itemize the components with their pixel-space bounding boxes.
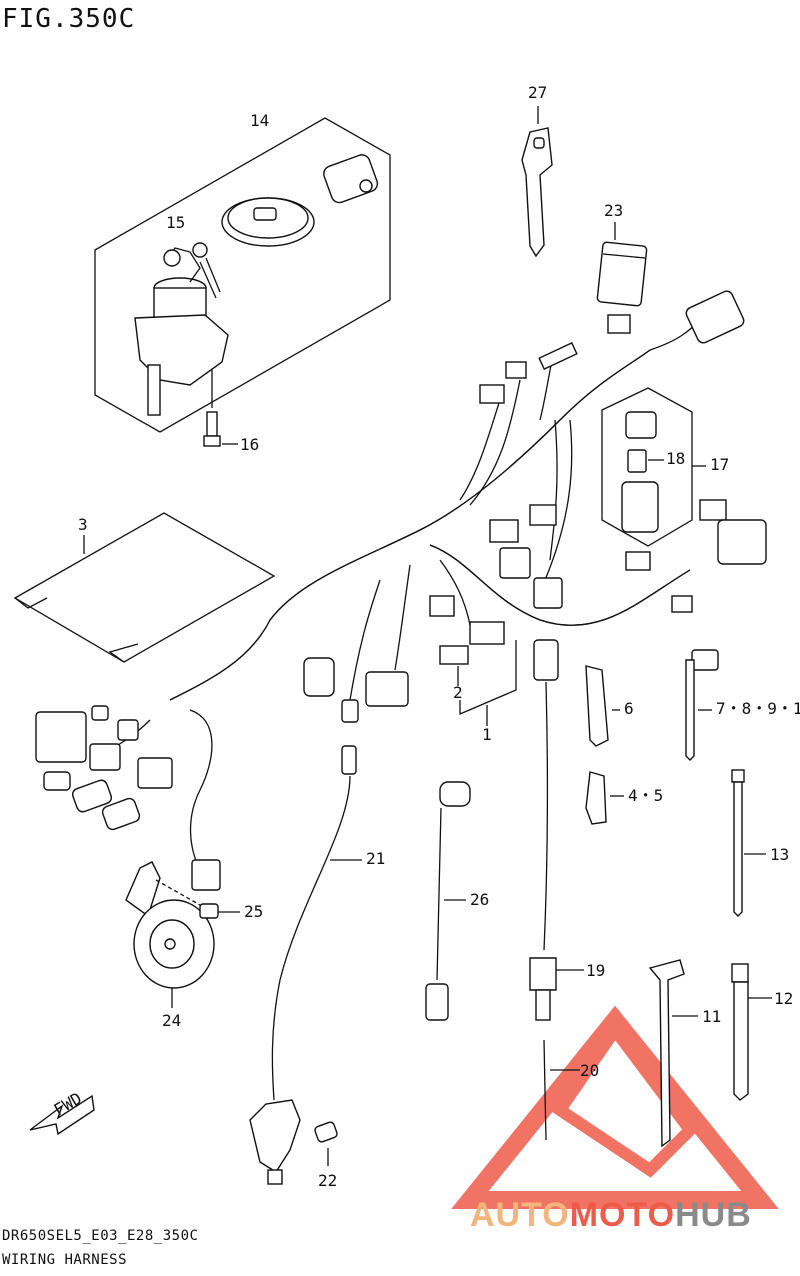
label-part-20: 20 <box>580 1061 599 1080</box>
label-part-19: 19 <box>586 961 605 980</box>
part-16-bolt[interactable] <box>203 370 238 447</box>
label-part-26: 26 <box>470 890 489 909</box>
part-4-5-clamp[interactable] <box>585 771 624 825</box>
part-1-main-harness[interactable] <box>35 289 767 891</box>
watermark-logo <box>451 1005 779 1209</box>
label-part-4-5: 4・5 <box>628 786 663 805</box>
label-part-14: 14 <box>250 111 269 130</box>
label-part-21: 21 <box>366 849 385 868</box>
part-13-cable-tie[interactable] <box>731 769 766 917</box>
part-17-fuse-kit[interactable] <box>601 387 706 547</box>
watermark-word-auto: AUTO <box>470 1196 570 1234</box>
part-20-spring[interactable] <box>543 1039 580 1141</box>
part-26-sensor[interactable] <box>425 781 471 1021</box>
watermark-word-moto: MOTO <box>569 1196 676 1234</box>
label-part-17: 17 <box>710 455 729 474</box>
part-24-horn[interactable] <box>125 861 215 1008</box>
figure-title: FIG.350C <box>2 4 136 34</box>
label-part-13: 13 <box>770 845 789 864</box>
label-part-23: 23 <box>604 201 623 220</box>
fwd-arrow-icon: FWD <box>29 1089 95 1136</box>
label-part-24: 24 <box>162 1011 181 1030</box>
part-3-label-sheet[interactable] <box>13 512 276 663</box>
part-27-key[interactable] <box>521 106 553 258</box>
label-part-18: 18 <box>666 449 685 468</box>
label-part-7-10: 7・8・9・10 <box>716 699 800 718</box>
label-part-2: 2 <box>453 683 463 702</box>
label-part-1: 1 <box>482 725 492 744</box>
label-part-6: 6 <box>624 699 634 718</box>
label-part-16: 16 <box>240 435 259 454</box>
part-25-bolt[interactable] <box>199 903 240 919</box>
part-6-clamp[interactable] <box>585 665 620 747</box>
part-19-sensor[interactable] <box>529 639 584 1021</box>
part-11-cable-tie[interactable] <box>648 959 698 1148</box>
model-code: DR650SEL5_E03_E28_350C <box>2 1228 199 1244</box>
watermark-text: AUTOMOTOHUB <box>470 1196 752 1235</box>
part-22-screw[interactable] <box>314 1121 338 1166</box>
part-23-relay[interactable] <box>596 222 648 307</box>
watermark-word-hub: HUB <box>675 1196 752 1234</box>
label-part-27: 27 <box>528 83 547 102</box>
part-21-sensor-lead[interactable] <box>249 745 362 1185</box>
label-part-11: 11 <box>702 1007 721 1026</box>
label-part-15: 15 <box>166 213 185 232</box>
label-part-25: 25 <box>244 902 263 921</box>
part-12-cable-tie[interactable] <box>731 963 772 1101</box>
label-part-12: 12 <box>774 989 793 1008</box>
section-title: WIRING HARNESS <box>2 1252 128 1268</box>
label-part-22: 22 <box>318 1171 337 1190</box>
part-14-ignition-kit[interactable] <box>94 117 391 433</box>
part-2-coupler[interactable] <box>439 645 469 686</box>
label-part-3: 3 <box>78 515 88 534</box>
part-7-10-clamp[interactable] <box>685 649 719 761</box>
